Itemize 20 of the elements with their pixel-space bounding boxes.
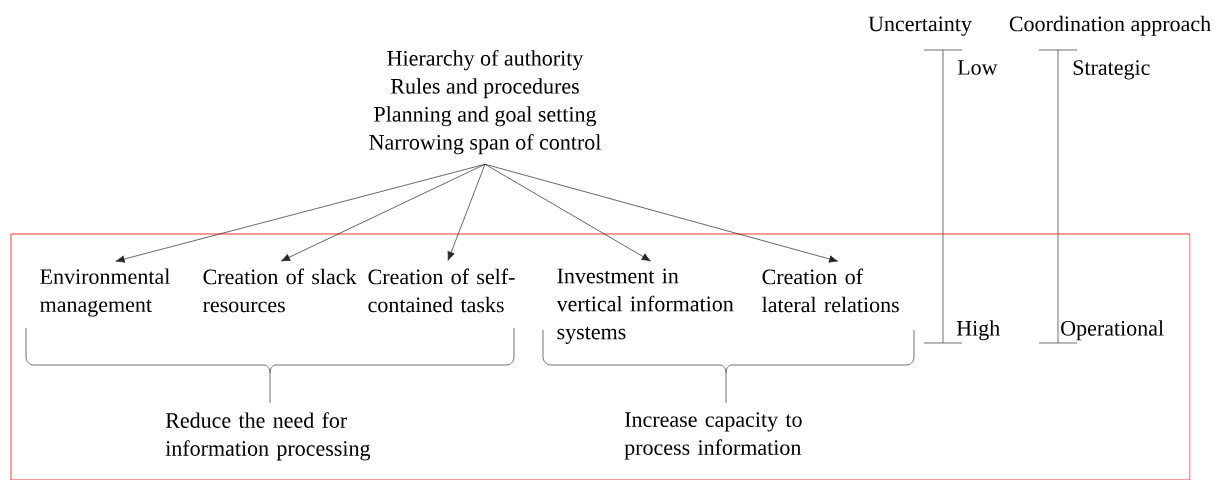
scale-label: High	[956, 320, 1000, 341]
axis-title: Uncertainty	[868, 16, 972, 36]
arrow	[447, 163, 486, 261]
item-text: Investment in vertical information systems	[556, 268, 734, 344]
item-text: Environmental management	[40, 268, 170, 317]
mechanism-list: Hierarchy of authority Rules and procedures Planning and goal setting Narrowing span of control	[369, 50, 601, 155]
arrow	[484, 163, 839, 263]
arrow	[484, 163, 651, 262]
scale-label: Operational	[1061, 320, 1164, 341]
arrow	[115, 163, 486, 263]
item-text: Creation of self-contained tasks	[368, 268, 515, 313]
scale-label: Strategic	[1073, 60, 1150, 80]
group-label: Reduce the need for information processing	[165, 412, 371, 461]
frame-box	[10, 233, 1191, 480]
item-text: Creation of slack resources	[203, 268, 357, 313]
scale-label: Low	[957, 60, 998, 75]
arrow	[280, 163, 486, 262]
item-text: Creation of lateral relations	[762, 268, 899, 313]
axis-title: Coordination approach	[1009, 15, 1211, 36]
group-label: Increase capacity to process information	[624, 412, 802, 460]
